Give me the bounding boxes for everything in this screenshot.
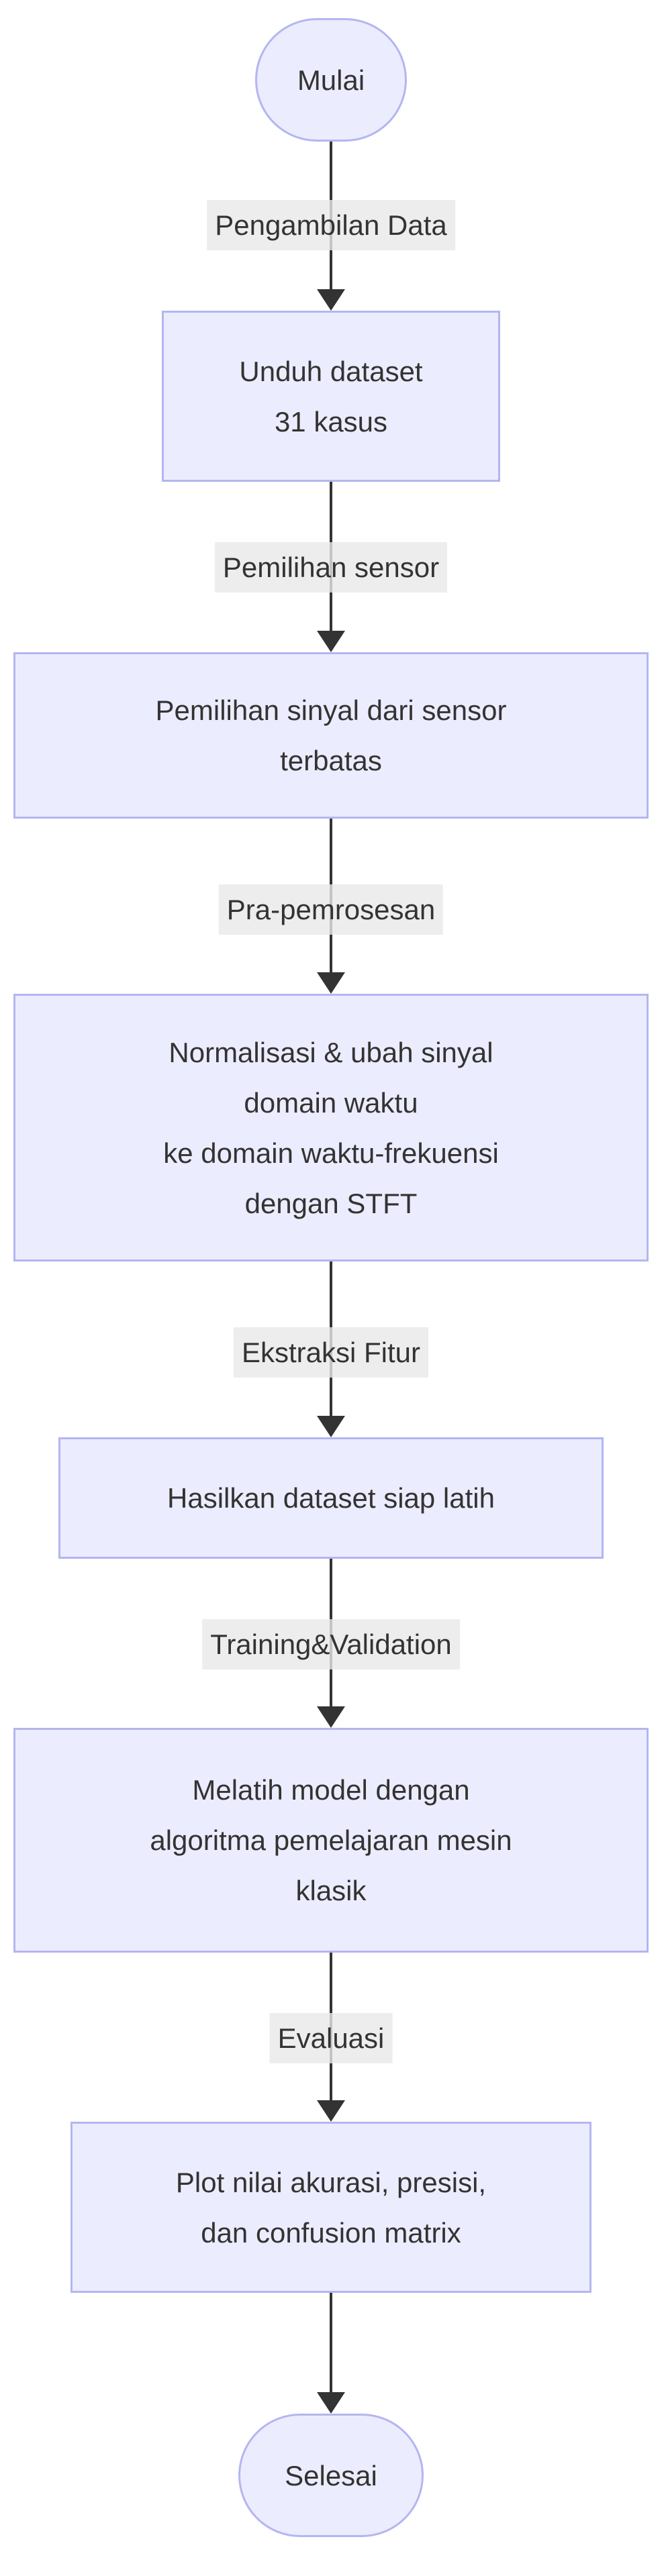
- node-label-line: Pemilihan sinyal dari sensor: [155, 694, 507, 726]
- edge-label-pra-pemrosesan: Pra-pemrosesan: [218, 884, 444, 935]
- node-label-line: 31 kasus: [274, 405, 388, 437]
- arrowhead-icon: [317, 972, 345, 994]
- node-end-selesai: Selesai: [238, 2414, 424, 2537]
- edge-label-training-validation: Training&Validation: [202, 1619, 460, 1669]
- node-label-line: algoritma pemelajaran mesin: [150, 1824, 512, 1856]
- node-label: Mulai: [297, 64, 365, 96]
- node-melatih-model: Melatih model dengan algoritma pemelajar…: [13, 1728, 649, 1953]
- arrowhead-icon: [317, 1706, 345, 1728]
- node-label-line: Melatih model dengan: [192, 1774, 470, 1806]
- node-start-mulai: Mulai: [255, 18, 407, 142]
- node-normalisasi-stft: Normalisasi & ubah sinyal domain waktu k…: [13, 994, 649, 1261]
- edge-line-plot-to-end: [330, 2293, 332, 2393]
- node-label-line: Unduh dataset: [239, 355, 423, 387]
- edge-label-ekstraksi-fitur: Ekstraksi Fitur: [233, 1327, 429, 1378]
- arrowhead-icon: [317, 631, 345, 652]
- arrowhead-icon: [317, 2392, 345, 2414]
- node-label-line: Normalisasi & ubah sinyal: [169, 1036, 493, 1068]
- node-label-line: klasik: [295, 1875, 367, 1906]
- node-label-line: dengan STFT: [244, 1187, 418, 1219]
- node-label-line: domain waktu: [244, 1086, 418, 1119]
- edge-label-evaluasi: Evaluasi: [269, 2013, 393, 2063]
- arrowhead-icon: [317, 289, 345, 311]
- arrowhead-icon: [317, 2100, 345, 2122]
- node-label-line: Plot nilai akurasi, presisi,: [175, 2166, 487, 2198]
- node-unduh-dataset: Unduh dataset 31 kasus: [162, 311, 500, 482]
- node-hasilkan-dataset: Hasilkan dataset siap latih: [58, 1437, 604, 1559]
- node-label-line: ke domain waktu-frekuensi: [163, 1137, 499, 1169]
- edge-label-pengambilan-data: Pengambilan Data: [207, 200, 455, 250]
- node-plot-evaluasi: Plot nilai akurasi, presisi, dan confusi…: [70, 2122, 591, 2293]
- node-label-line: dan confusion matrix: [201, 2216, 461, 2249]
- edge-label-pemilihan-sensor: Pemilihan sensor: [214, 542, 448, 593]
- arrowhead-icon: [317, 1416, 345, 1437]
- node-label-line: Hasilkan dataset siap latih: [167, 1482, 495, 1514]
- node-pemilihan-sinyal: Pemilihan sinyal dari sensor terbatas: [13, 652, 649, 819]
- node-label: Selesai: [285, 2459, 377, 2491]
- node-label-line: terbatas: [280, 745, 382, 776]
